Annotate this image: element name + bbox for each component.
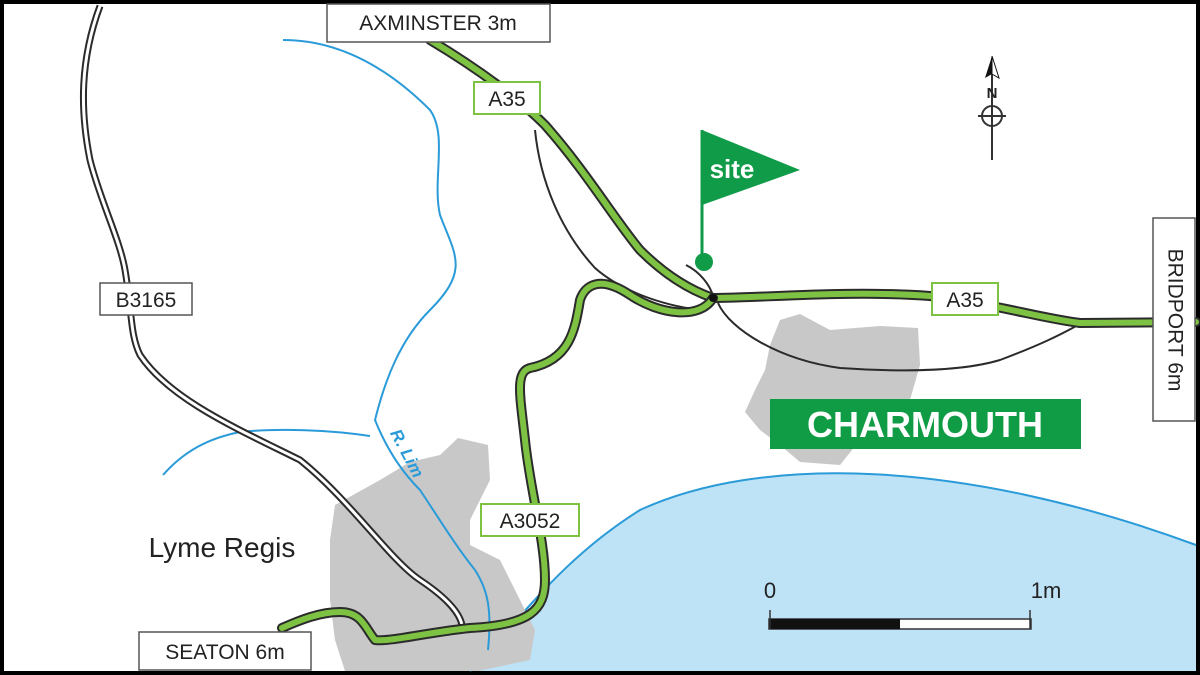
scale-label-end: 1m (1031, 578, 1062, 603)
svg-text:B3165: B3165 (116, 289, 177, 312)
svg-text:A35: A35 (946, 289, 983, 312)
scale-bar: 0 1m (764, 578, 1062, 630)
north-arrow-icon (985, 56, 992, 78)
sign-bridport: BRIDPORT 6m (1152, 217, 1196, 422)
road-b3165 (79, 4, 466, 626)
road-label-a35-east: A35 (931, 282, 999, 316)
coastline (469, 472, 1197, 672)
svg-text:AXMINSTER 3m: AXMINSTER 3m (359, 12, 517, 35)
site-flag-label: site (710, 154, 755, 184)
site-marker-dot (695, 253, 713, 271)
scale-label-start: 0 (764, 578, 776, 603)
road-label-a3052: A3052 (480, 503, 580, 537)
road-a3052-fill (279, 280, 716, 644)
sign-seaton: SEATON 6m (138, 631, 312, 671)
town-area-lyme-regis (330, 438, 535, 671)
site-flag: site (695, 130, 800, 271)
compass-north-label: N (987, 85, 998, 102)
site-flag-banner (702, 130, 800, 205)
svg-text:A3052: A3052 (500, 510, 561, 533)
svg-text:CHARMOUTH: CHARMOUTH (807, 404, 1043, 445)
road-label-b3165: B3165 (99, 282, 193, 316)
place-label-lyme-regis: Lyme Regis (149, 532, 296, 563)
compass-north-arrow: N (978, 55, 1006, 160)
svg-text:SEATON 6m: SEATON 6m (165, 641, 284, 664)
road-label-a35-north: A35 (473, 81, 541, 115)
junction-roundabout (709, 294, 717, 302)
place-label-charmouth: CHARMOUTH (770, 399, 1081, 449)
sign-axminster: AXMINSTER 3m (326, 3, 551, 43)
svg-text:A35: A35 (488, 88, 525, 111)
svg-text:BRIDPORT 6m: BRIDPORT 6m (1163, 249, 1186, 392)
